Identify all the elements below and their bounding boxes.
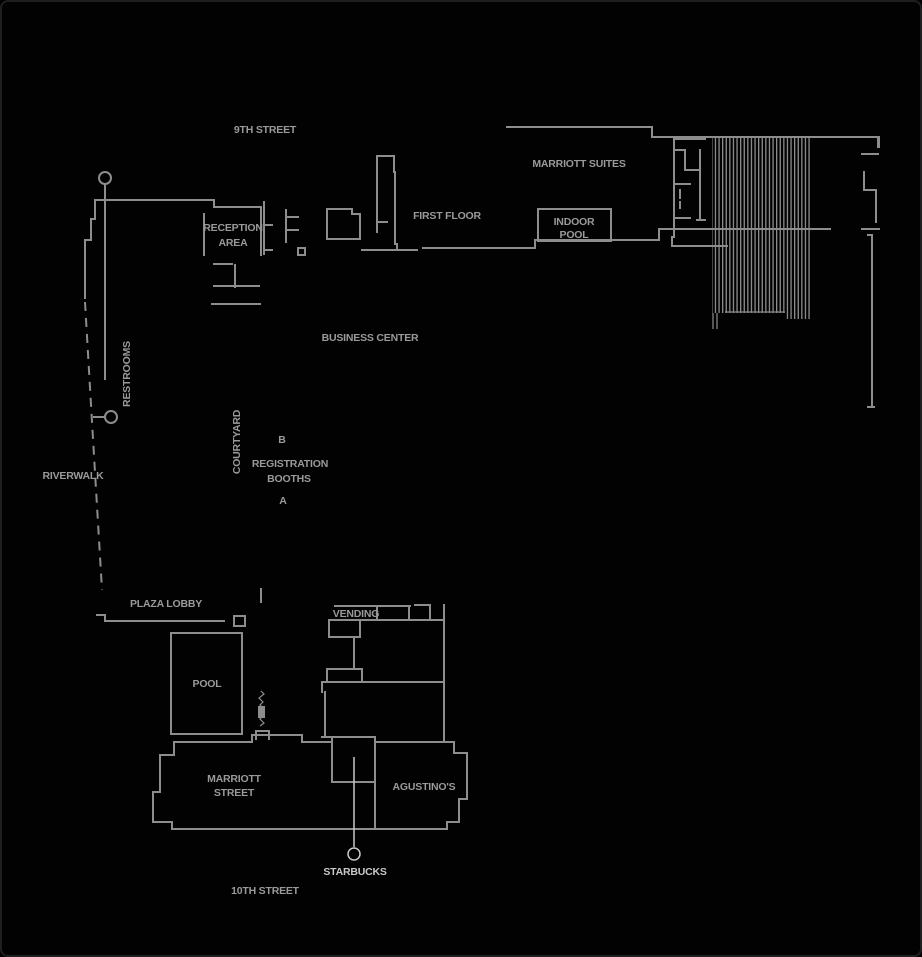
label-booth-a: A (279, 495, 287, 507)
starbucks-marker (347, 847, 361, 861)
label-marriott-street-2: STREET (214, 787, 255, 799)
suites-roof-hatch-ext (785, 313, 812, 319)
label-booth-b: B (278, 434, 286, 446)
label-courtyard: COURTYARD (231, 409, 243, 474)
label-riverwalk: RIVERWALK (42, 470, 104, 482)
label-marriott-street-1: MARRIOTT (207, 773, 262, 785)
label-starbucks: STARBUCKS (323, 866, 387, 878)
label-marriott-suites: MARRIOTT SUITES (532, 158, 625, 170)
label-indoor-pool-2: POOL (560, 229, 590, 241)
label-pool: POOL (193, 678, 223, 690)
suites-east-rooms (861, 136, 880, 408)
plaza-lobby-wall (96, 614, 225, 622)
suites-north-wall (506, 126, 880, 148)
small-room (297, 247, 306, 256)
label-registration-1: REGISTRATION (252, 458, 328, 470)
reception-desk (211, 263, 261, 305)
vending-walls (321, 604, 445, 743)
label-registration-2: BOOTHS (267, 473, 311, 485)
suites-core-rooms (671, 136, 728, 247)
suites-building (506, 126, 880, 408)
vending-wing (321, 604, 445, 743)
label-9th-street: 9TH STREET (234, 124, 297, 136)
lobby-outline (84, 199, 262, 299)
label-first-floor: FIRST FLOOR (413, 210, 481, 222)
label-plaza-lobby: PLAZA LOBBY (130, 598, 202, 610)
stair-tower (376, 155, 396, 245)
indoor-pool-room (537, 208, 612, 242)
label-reception-2: AREA (219, 237, 249, 249)
label-business-center: BUSINESS CENTER (322, 332, 419, 344)
restroom-stalls (285, 209, 299, 243)
label-agustinos: AGUSTINO'S (393, 781, 456, 793)
reception-building (84, 155, 660, 591)
suites-roof-hatch (712, 137, 812, 313)
riverwalk-path (84, 301, 103, 591)
label-10th-street: 10TH STREET (231, 885, 300, 897)
label-vending: VENDING (333, 608, 379, 620)
pool-deck (96, 614, 270, 740)
label-restrooms: RESTROOMS (121, 341, 133, 407)
pool-outline (170, 632, 243, 735)
street-building-outline (152, 734, 468, 830)
reception-walls (203, 201, 273, 256)
label-indoor-pool-1: INDOOR (554, 216, 595, 228)
plaza-kiosk (233, 615, 246, 627)
riverwalk-marker-mid (104, 410, 118, 424)
street-building (152, 734, 468, 861)
first-floor-south-wall (361, 229, 660, 251)
riverwalk-marker-top (98, 171, 112, 185)
notched-room (326, 208, 361, 240)
suites-roof-edge-lines (712, 311, 785, 329)
water-feature-block (258, 706, 265, 718)
label-reception-1: RECEPTION (203, 222, 262, 234)
